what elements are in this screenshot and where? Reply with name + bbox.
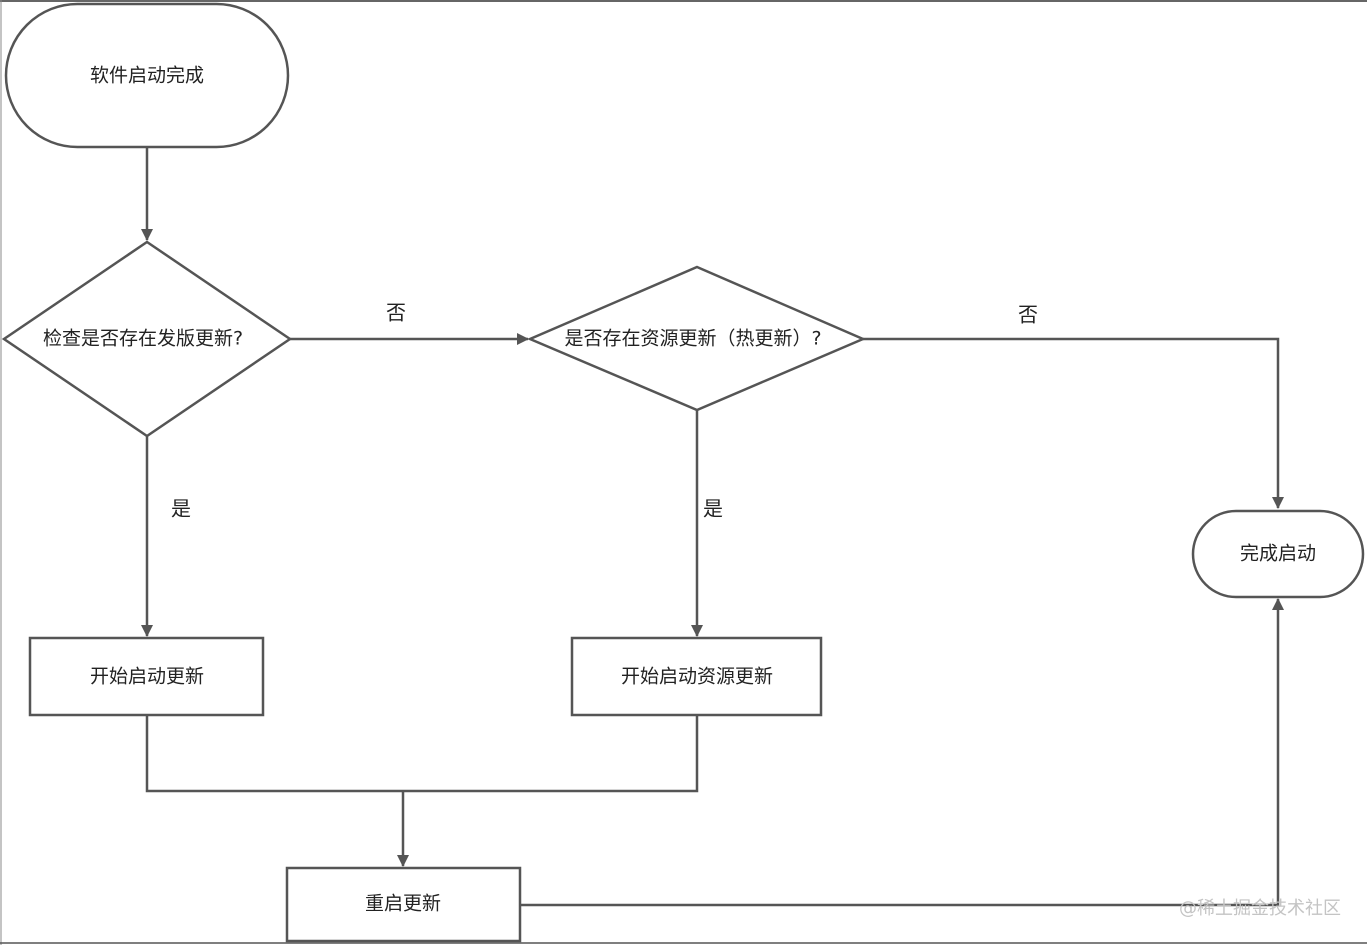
check-release-decision-label: 检查是否存在发版更新? bbox=[43, 328, 243, 350]
finish-terminal-label: 完成启动 bbox=[1240, 543, 1316, 565]
edge-label-hot-yes: 是 bbox=[703, 497, 723, 521]
edge-label-hot-no: 否 bbox=[1018, 303, 1038, 327]
check-release-decision bbox=[1, 240, 293, 438]
edge-updates-merge-to-restart bbox=[145, 716, 699, 866]
restart-update-process bbox=[285, 866, 522, 943]
start-terminal bbox=[4, 2, 290, 149]
check-hot-update-decision-label: 是否存在资源更新（热更新）? bbox=[564, 328, 821, 350]
edge-label-release-yes: 是 bbox=[171, 497, 191, 521]
edge-restart-to-finish bbox=[520, 598, 1284, 907]
restart-update-process-label: 重启更新 bbox=[365, 893, 441, 915]
edge-label-release-no: 否 bbox=[386, 301, 406, 325]
start-resource-update-process bbox=[570, 636, 823, 717]
start-terminal-label: 软件启动完成 bbox=[90, 65, 204, 87]
watermark-text: @稀土掘金技术社区 bbox=[1179, 898, 1341, 919]
start-resource-update-process-label: 开始启动资源更新 bbox=[621, 666, 773, 688]
edge-hot-no-to-finish bbox=[863, 337, 1284, 509]
start-update-process bbox=[28, 636, 265, 717]
start-update-process-label: 开始启动更新 bbox=[90, 666, 204, 688]
check-hot-update-decision bbox=[526, 265, 867, 412]
finish-terminal bbox=[1191, 509, 1365, 599]
